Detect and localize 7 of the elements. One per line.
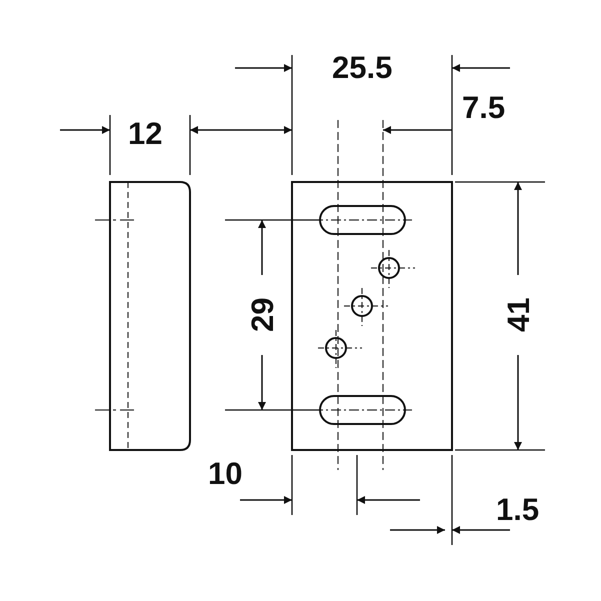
dimension-label: 7.5 — [462, 92, 506, 123]
dimension-label: 41 — [503, 298, 534, 332]
dimension-label: 12 — [128, 118, 162, 149]
dimension-label: 25.5 — [332, 52, 392, 83]
dimension-label: 1.5 — [496, 494, 540, 525]
dimension-label: 10 — [208, 458, 242, 489]
dimension-label: 29 — [247, 298, 278, 332]
